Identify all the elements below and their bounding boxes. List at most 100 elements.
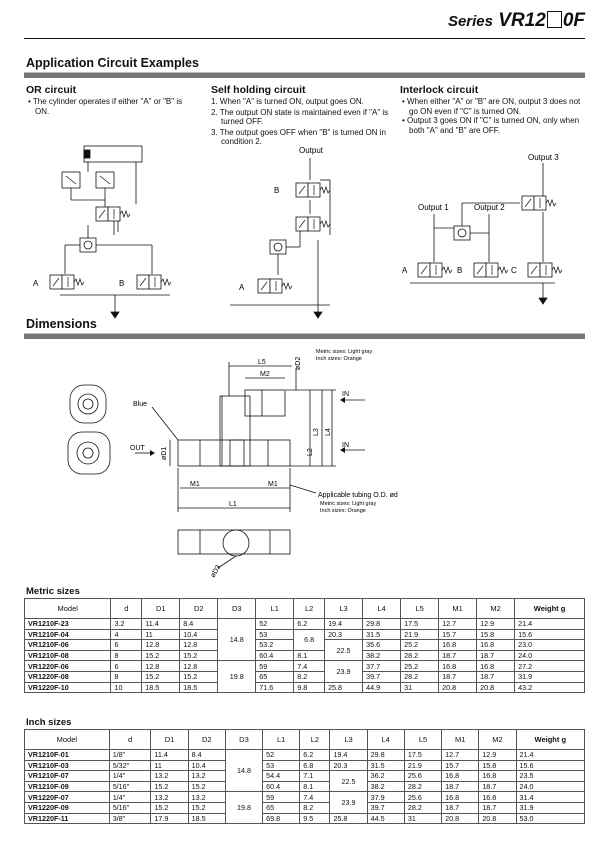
cell: 20.8 [478,812,517,825]
cell: 25.6 [403,770,443,782]
cell: 20.8 [441,812,480,825]
cell: 21.4 [514,618,585,630]
col-weight: Weight g [515,729,586,750]
cell: 52 [255,618,295,630]
self-holding-item: 3. The output goes OFF when "B" is turne… [211,127,386,147]
cell: 6.2 [293,618,326,630]
cell: 13.2 [187,791,226,803]
cell: VR1210F-01 [24,749,110,761]
cell: 21.9 [400,628,440,641]
cell: 24.0 [515,780,586,793]
cell: 6.8 [299,759,331,772]
cell: 18.7 [476,670,516,683]
cell: 37.9 [366,791,405,803]
cell: 15.7 [438,628,478,641]
interlock-label-b: B [457,266,462,275]
cell: 13.2 [150,770,189,782]
cell: 44.9 [362,681,402,694]
cell: 9.5 [299,812,331,825]
cell: 14.8 [224,748,264,793]
cell: 60.4 [255,649,295,662]
cell: 16.8 [476,660,516,672]
drawing-in-2: IN [342,442,349,449]
cell: 31.4 [515,791,586,803]
cell: VR1210F-06 [23,639,112,651]
cell: 6.2 [299,749,331,761]
drawing-note-bottom-1: Metric sizes: Light gray [320,501,376,507]
cell: 31.9 [515,801,586,814]
interlock-bullet: • When either "A" or "B" are ON, output … [402,97,581,116]
cell: 38.2 [366,780,405,793]
col-m2: M2 [478,729,517,750]
dimension-drawing: Blue OUT IN IN L1 L5 M2 M1 M1 L2 L3 L4 ø… [67,349,398,579]
cell: 12.8 [179,660,219,672]
col-l3: L3 [324,598,364,619]
cell: 8.1 [299,780,331,793]
cell: 18.7 [478,801,517,814]
cell: 12.8 [141,660,181,672]
cell: 8.2 [299,801,331,814]
self-holding-title: Self holding circuit [211,84,306,96]
drawing-note-bottom-2: Inch sizes: Orange [320,508,366,514]
dimensions-title: Dimensions [26,317,97,331]
drawing-m2: M2 [260,371,270,378]
cell: 15.2 [150,801,189,814]
or-circuit-bullet: • The cylinder operates if either "A" or… [28,97,183,116]
cell: 22.5 [329,770,368,793]
series-suffix: 0F [562,10,585,31]
cell: 65 [255,670,295,683]
series-box-symbol [546,11,562,28]
col-d3: D3 [224,729,264,750]
header-rule [24,38,585,39]
cell: VR1210F-08 [23,649,112,662]
interlock-bullet: • Output 3 goes ON if "C" is turned ON, … [402,116,580,135]
cell: 15.2 [187,801,226,814]
cell: 25.6 [403,791,443,803]
cell: VR1220F-10 [23,681,112,694]
cell: 11.4 [141,618,181,630]
col-l2: L2 [293,598,326,619]
cell: 53.0 [515,812,586,825]
col-d: d [110,598,143,619]
drawing-d1: øD1 [161,447,168,460]
col-model: Model [24,729,110,750]
self-holding-item: 2. The output ON state is maintained eve… [211,107,389,127]
cell: VR1210F-09 [24,780,110,793]
table-header-row: Model d D1 D2 D3 L1 L2 L3 L4 L5 M1 M2 We… [23,598,585,619]
interlock-label-c: C [511,266,517,275]
interlock-diagram [410,163,555,305]
cell: 8 [110,670,143,683]
cell: 11.4 [150,749,189,761]
cell: 4 [110,628,143,641]
cell: 31 [400,681,440,694]
drawing-l5: L5 [258,359,266,366]
inch-table: Model d D1 D2 D3 L1 L2 L3 L4 L5 M1 M2 We… [24,729,586,825]
or-label-b: B [119,279,124,288]
drawing-l4: L4 [325,428,332,436]
cell: 11 [150,759,189,772]
cell: 12.9 [476,618,516,630]
cell: 15.2 [150,780,189,793]
cell: 12.9 [478,749,517,761]
cell: 15.2 [187,780,226,793]
or-circuit-diagram [60,145,170,319]
cell: 29.8 [362,618,402,630]
circuit-diagrams: A B Output B A Output 3 Output 1 Output [33,145,563,319]
cell: 15.2 [141,670,181,683]
col-weight: Weight g [514,598,585,619]
cell: 12.7 [441,749,480,761]
cell: 7.4 [299,791,331,803]
cell: 69.8 [262,812,301,825]
cell: 19.8 [217,660,257,694]
cell: 12.8 [141,639,181,651]
metric-title: Metric sizes [26,586,80,597]
cell: 3/8" [108,812,152,825]
cell: 17.5 [403,749,443,761]
cell: 39.7 [362,670,402,683]
